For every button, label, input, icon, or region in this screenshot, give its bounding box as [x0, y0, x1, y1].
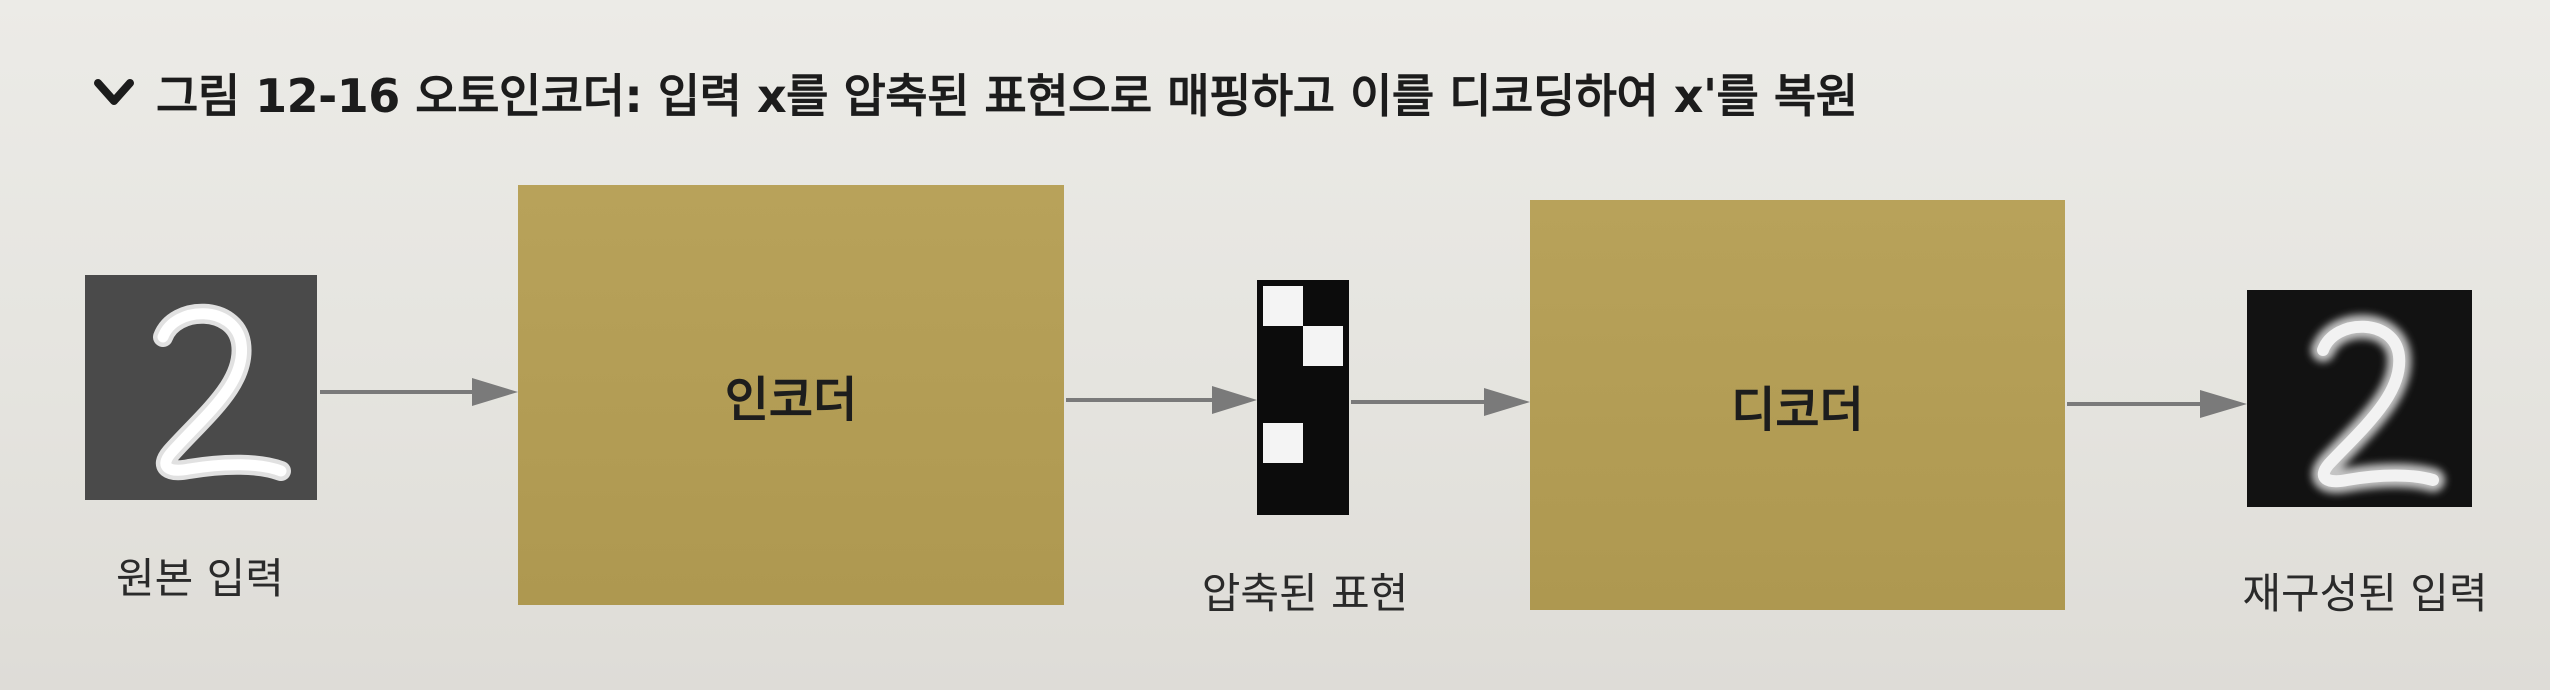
- code-cell: [1263, 286, 1303, 326]
- encoder-label: 인코더: [724, 372, 858, 428]
- reconstructed-input-label: 재구성된 입력: [2242, 569, 2488, 618]
- original-input-label: 원본 입력: [116, 554, 284, 603]
- arrowhead-decoder-to-output: [2200, 390, 2247, 418]
- digit-2-reconstructed: [2311, 314, 2445, 494]
- encoder-block: 인코더: [518, 185, 1064, 605]
- arrowhead-input-to-encoder: [472, 378, 518, 406]
- code-cell: [1303, 326, 1343, 366]
- decoder-label: 디코더: [1731, 382, 1864, 438]
- arrowhead-encoder-to-code: [1212, 386, 1257, 414]
- compressed-representation: [1257, 280, 1349, 515]
- compressed-representation-label: 압축된 표현: [1201, 569, 1409, 618]
- decoder-block: 디코더: [1530, 200, 2065, 610]
- original-input-image: [85, 275, 317, 500]
- chevron-down-icon: [92, 71, 136, 115]
- digit-2-original: [153, 303, 291, 481]
- reconstructed-input-image: [2247, 290, 2472, 507]
- arrowhead-code-to-decoder: [1484, 388, 1530, 416]
- caption-text: 그림 12-16 오토인코더: 입력 x를 압축된 표현으로 매핑하고 이를 디…: [156, 69, 1858, 123]
- code-cell: [1263, 423, 1303, 463]
- figure-caption: 그림 12-16 오토인코더: 입력 x를 압축된 표현으로 매핑하고 이를 디…: [92, 48, 1858, 138]
